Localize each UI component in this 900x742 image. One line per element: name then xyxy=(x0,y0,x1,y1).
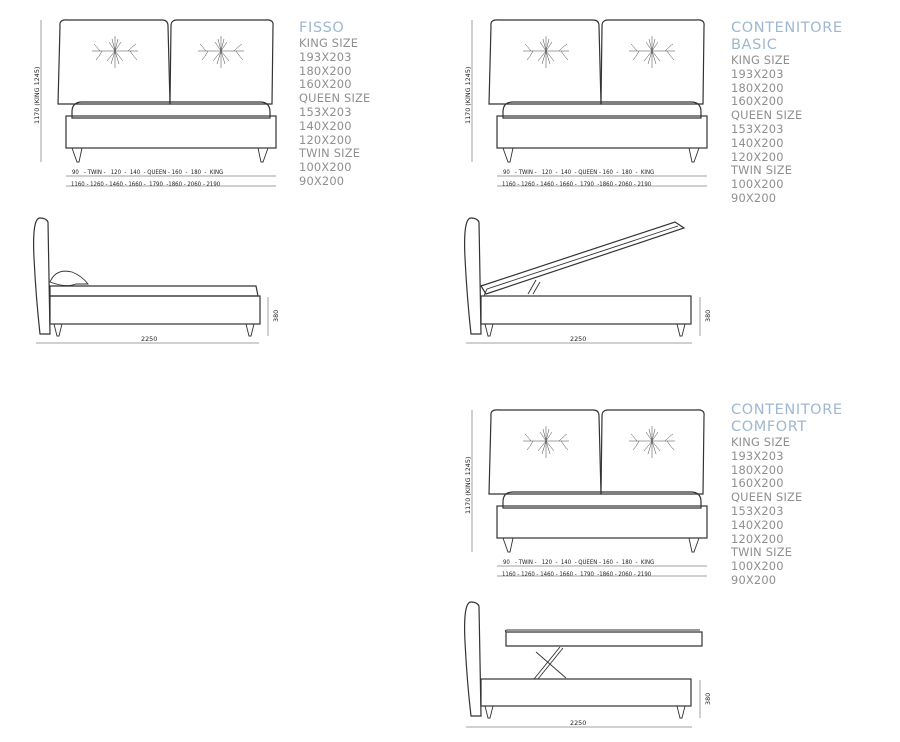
fisso-size: 153X203 xyxy=(299,104,352,119)
fisso-side-height-label: 380 xyxy=(272,310,280,322)
comfort-title-line-1: CONTENITORE xyxy=(731,402,843,418)
fisso-size: 160X200 xyxy=(299,77,352,92)
basic-size: 153X203 xyxy=(731,121,784,136)
fisso-height-label: 1170 (KING 1245) xyxy=(33,67,41,124)
fisso-spec: FISSO KING SIZE 193X203 180X200 160X200 … xyxy=(299,20,370,189)
basic-front-view xyxy=(471,19,708,187)
basic-queen-label: QUEEN SIZE xyxy=(731,108,803,123)
comfort-front-view xyxy=(471,409,708,577)
comfort-king-label: KING SIZE xyxy=(731,435,791,449)
fisso-king-label: KING SIZE xyxy=(299,36,359,50)
fisso-size: 100X200 xyxy=(299,160,352,175)
comfort-size: 90X200 xyxy=(731,572,777,587)
comfort-width-row-2: 1160 - 1260 - 1460 - 1660 - 1790 -1860 -… xyxy=(502,571,652,578)
basic-title-line-1: CONTENITORE xyxy=(731,20,843,36)
comfort-size: 140X200 xyxy=(731,517,784,532)
comfort-size: 100X200 xyxy=(731,559,784,574)
comfort-size: 120X200 xyxy=(731,531,784,546)
comfort-twin-label: TWIN SIZE xyxy=(731,545,793,560)
basic-size: 140X200 xyxy=(731,135,784,150)
fisso-length-label: 2250 xyxy=(141,335,157,343)
fisso-size: 90X200 xyxy=(299,173,345,188)
basic-twin-label: TWIN SIZE xyxy=(731,163,793,178)
basic-title-line-2: BASIC xyxy=(731,37,778,53)
fisso-size: 180X200 xyxy=(299,63,352,78)
comfort-length-label: 2250 xyxy=(570,719,586,727)
comfort-height-label: 1170 (KING 1245) xyxy=(464,457,472,514)
basic-length-label: 2250 xyxy=(570,335,586,343)
basic-size: 193X203 xyxy=(731,66,784,81)
fisso-front-view xyxy=(40,19,277,187)
basic-width-row-1: 90 - TWIN - 120 - 140 - QUEEN - 160 - 18… xyxy=(503,169,654,176)
basic-size: 90X200 xyxy=(731,190,777,205)
fisso-size: 120X200 xyxy=(299,132,352,147)
basic-side-height-label: 380 xyxy=(704,310,712,322)
basic-size: 160X200 xyxy=(731,94,784,109)
comfort-spec: CONTENITORE COMFORT KING SIZE 193X203 18… xyxy=(731,402,843,588)
comfort-width-row-1: 90 - TWIN - 120 - 140 - QUEEN - 160 - 18… xyxy=(503,559,654,566)
fisso-queen-label: QUEEN SIZE xyxy=(299,91,371,106)
basic-side-view xyxy=(464,217,701,344)
basic-king-label: KING SIZE xyxy=(731,53,791,67)
basic-size: 120X200 xyxy=(731,149,784,164)
fisso-width-row-1: 90 - TWIN - 120 - 140 - QUEEN - 160 - 18… xyxy=(72,169,223,176)
comfort-side-view xyxy=(464,601,703,728)
comfort-size: 153X203 xyxy=(731,503,784,518)
basic-size: 180X200 xyxy=(731,80,784,95)
basic-spec: CONTENITORE BASIC KING SIZE 193X203 180X… xyxy=(731,20,843,206)
fisso-size: 193X203 xyxy=(299,49,352,64)
comfort-size: 160X200 xyxy=(731,476,784,491)
comfort-size: 193X203 xyxy=(731,448,784,463)
fisso-twin-label: TWIN SIZE xyxy=(299,146,361,161)
fisso-size: 140X200 xyxy=(299,118,352,133)
basic-width-row-2: 1160 - 1260 - 1460 - 1660 - 1790 -1860 -… xyxy=(502,181,652,188)
comfort-side-height-label: 380 xyxy=(704,693,712,705)
comfort-title-line-2: COMFORT xyxy=(731,419,807,435)
comfort-size: 180X200 xyxy=(731,462,784,477)
fisso-side-view xyxy=(32,217,269,344)
basic-size: 100X200 xyxy=(731,177,784,192)
fisso-title: FISSO xyxy=(299,20,345,36)
comfort-queen-label: QUEEN SIZE xyxy=(731,490,803,505)
fisso-width-row-2: 1160 - 1260 - 1460 - 1660 - 1790 -1860 -… xyxy=(71,181,221,188)
basic-height-label: 1170 (KING 1245) xyxy=(464,67,472,124)
